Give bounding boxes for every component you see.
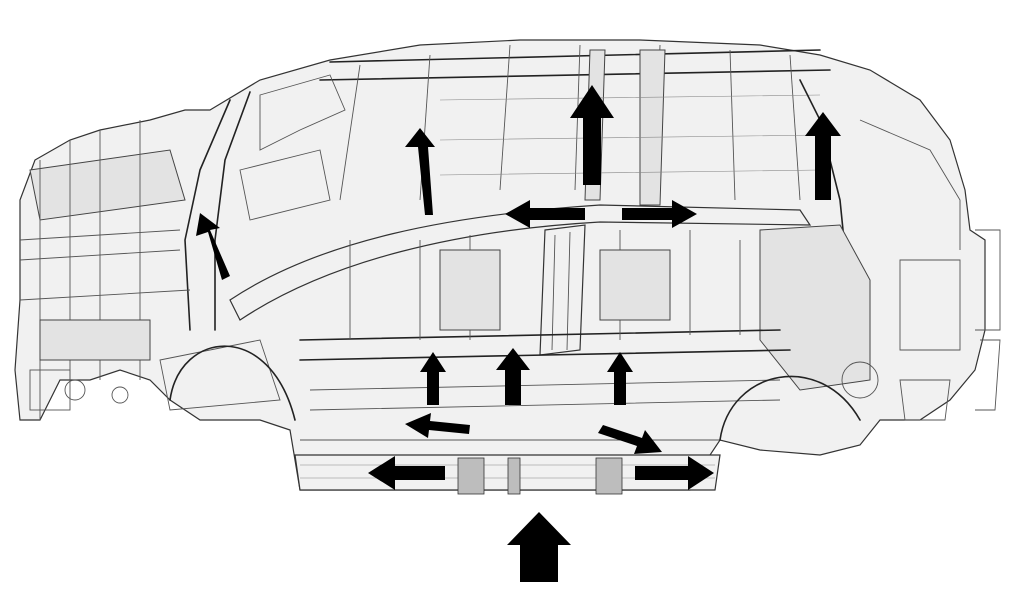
arrow-up-floor-2 <box>496 348 530 405</box>
arrow-up-c-pillar <box>805 112 841 200</box>
arrow-up-b-upper <box>405 128 435 215</box>
rear-bumper <box>975 229 1001 411</box>
arrow-right-sill-upper <box>598 425 662 454</box>
b-pillar <box>539 224 586 356</box>
side-roof-rail <box>229 204 812 321</box>
arrow-up-floor-1 <box>420 352 446 405</box>
a-pillar <box>184 74 346 331</box>
arrow-left-sill <box>368 456 445 490</box>
side-sill <box>294 454 721 495</box>
c-pillar-rear-quarter <box>759 79 961 421</box>
arrow-up-b-pillar <box>570 85 614 185</box>
arrow-right-sill <box>635 456 714 490</box>
floor-structure <box>299 230 791 441</box>
arrow-left-sill-upper <box>405 413 470 438</box>
wheel-arches <box>169 345 861 441</box>
front-structure <box>19 120 281 420</box>
arrow-up-floor-3 <box>607 352 633 405</box>
arrow-right-roof-mid <box>622 200 697 228</box>
load-path-arrows <box>196 85 841 582</box>
arrow-up-a-pillar <box>196 213 230 280</box>
roof-structure <box>319 44 831 206</box>
arrow-left-roof-mid <box>505 200 585 228</box>
arrow-up-side-impact <box>507 512 571 582</box>
